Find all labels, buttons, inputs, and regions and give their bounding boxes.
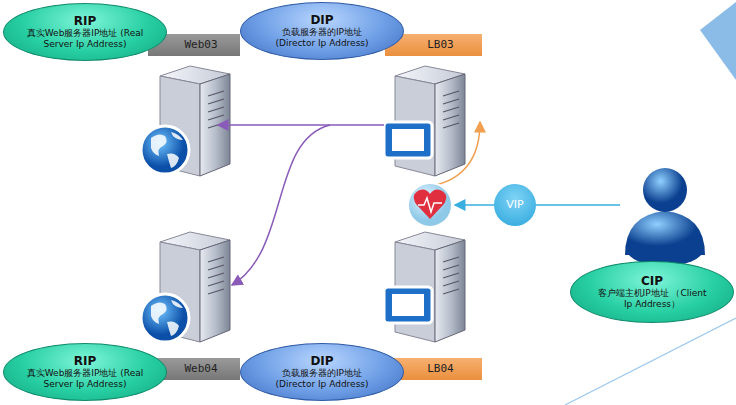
node-label: Web04 [184,362,217,375]
node-label: LB03 [427,38,454,51]
node-label: RIP [74,354,97,368]
vip-circle: VIP [494,184,536,226]
node-label: LB04 [427,362,454,375]
node-description: 真实Web服务器IP地址 (Real Server Ip Address) [26,28,144,50]
node-description: 真实Web服务器IP地址 (Real Server Ip Address) [26,368,144,390]
cip-ellipse: CIP客户端主机IP地址 （Client Ip Address） [570,261,734,323]
dip-ellipse: DIP负载服务器的IP地址 (Director Ip Address) [240,2,404,60]
node-description: 客户端主机IP地址 （Client Ip Address） [593,288,711,310]
node-label: RIP [74,14,97,28]
node-label: Web03 [184,38,217,51]
node-label: DIP [310,354,333,368]
node-label: DIP [310,13,333,27]
rip-ellipse: RIP真实Web服务器IP地址 (Real Server Ip Address) [3,343,167,401]
node-label: VIP [506,198,523,211]
node-description: 负载服务器的IP地址 (Director Ip Address) [263,27,381,49]
node-label: CIP [641,274,663,288]
rip-ellipse: RIP真实Web服务器IP地址 (Real Server Ip Address) [3,3,167,61]
dip-ellipse: DIP负载服务器的IP地址 (Director Ip Address) [240,343,404,401]
node-description: 负载服务器的IP地址 (Director Ip Address) [263,368,381,390]
